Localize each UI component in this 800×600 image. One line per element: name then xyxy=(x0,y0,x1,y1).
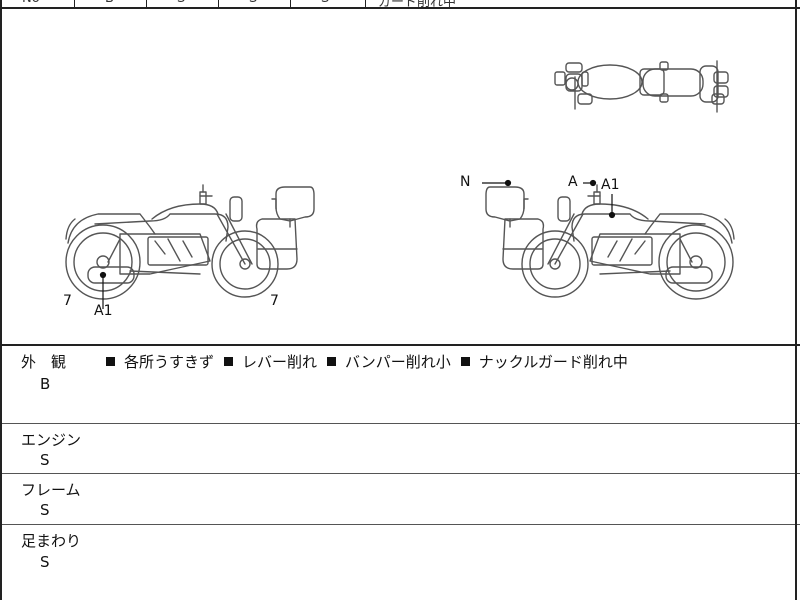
marker-dot-a xyxy=(589,179,597,187)
square-bullet-icon xyxy=(224,357,234,366)
strip-cell-text: S xyxy=(177,0,185,6)
strip-cell-text: No xyxy=(22,0,40,6)
strip-cell-text: B xyxy=(105,0,114,6)
row-label-suspension: 足まわり xyxy=(21,532,82,550)
square-bullet-icon xyxy=(460,357,470,366)
damage-mark-knuckle-guard: N xyxy=(460,174,471,190)
row-label-engine: エンジン xyxy=(21,431,82,449)
note-item: レバー削れ xyxy=(224,351,317,372)
strip-cell-no: No xyxy=(0,0,75,9)
square-bullet-icon xyxy=(106,357,115,366)
strip-cell-grade: S xyxy=(147,0,219,9)
motorcycle-diagrams xyxy=(65,60,735,309)
note-text: バンパー削れ小 xyxy=(345,353,451,371)
marker-dot-a1-right xyxy=(608,211,616,219)
note-item: 各所うすきず xyxy=(106,351,214,372)
grade-strip: No B S S S ガード削れ中 xyxy=(0,0,800,10)
suspension-row: 足まわり S xyxy=(0,525,800,600)
damage-mark-lever: A xyxy=(568,174,578,190)
note-item: ナックルガード削れ中 xyxy=(460,351,628,372)
marker-dot-n xyxy=(504,179,512,187)
strip-cell-text: S xyxy=(249,0,257,6)
note-text: ナックルガード削れ中 xyxy=(478,353,628,371)
strip-cell-grade: S xyxy=(291,0,366,9)
marker-dot-a1-left xyxy=(99,271,107,279)
frame-row: フレーム S xyxy=(0,474,800,525)
motorcycle-right-side-view xyxy=(485,184,735,300)
row-grade-suspension: S xyxy=(40,553,50,571)
damage-mark-front-wheel: 7 xyxy=(270,293,279,309)
row-label-appearance: 外 観 xyxy=(21,353,67,371)
strip-cell-grade: S xyxy=(219,0,291,9)
motorcycle-top-view xyxy=(554,60,729,113)
row-grade-appearance: B xyxy=(40,375,51,393)
engine-row: エンジン S xyxy=(0,424,800,474)
appearance-row: 外 観 B 各所うすきず レバー削れ バンパー削れ小 ナックルガード削れ中 xyxy=(0,346,800,424)
strip-note: ガード削れ中 xyxy=(378,0,457,10)
damage-diagram: 7 A1 7 N A A1 xyxy=(0,9,800,346)
row-grade-frame: S xyxy=(40,501,50,519)
strip-cell-grade: B xyxy=(75,0,147,9)
note-text: レバー削れ xyxy=(242,353,318,371)
square-bullet-icon xyxy=(327,357,337,366)
row-label-frame: フレーム xyxy=(21,481,81,499)
damage-mark-rear-wheel: 7 xyxy=(63,293,72,309)
note-text: 各所うすきず xyxy=(124,353,215,371)
damage-mark-tank: A1 xyxy=(601,177,620,193)
appearance-notes: 各所うすきず レバー削れ バンパー削れ小 ナックルガード削れ中 xyxy=(106,351,638,372)
note-item: バンパー削れ小 xyxy=(327,351,451,372)
damage-mark-exhaust: A1 xyxy=(94,303,113,319)
row-grade-engine: S xyxy=(40,451,50,469)
strip-cell-text: S xyxy=(321,0,329,6)
motorcycle-left-side-view xyxy=(65,184,315,300)
